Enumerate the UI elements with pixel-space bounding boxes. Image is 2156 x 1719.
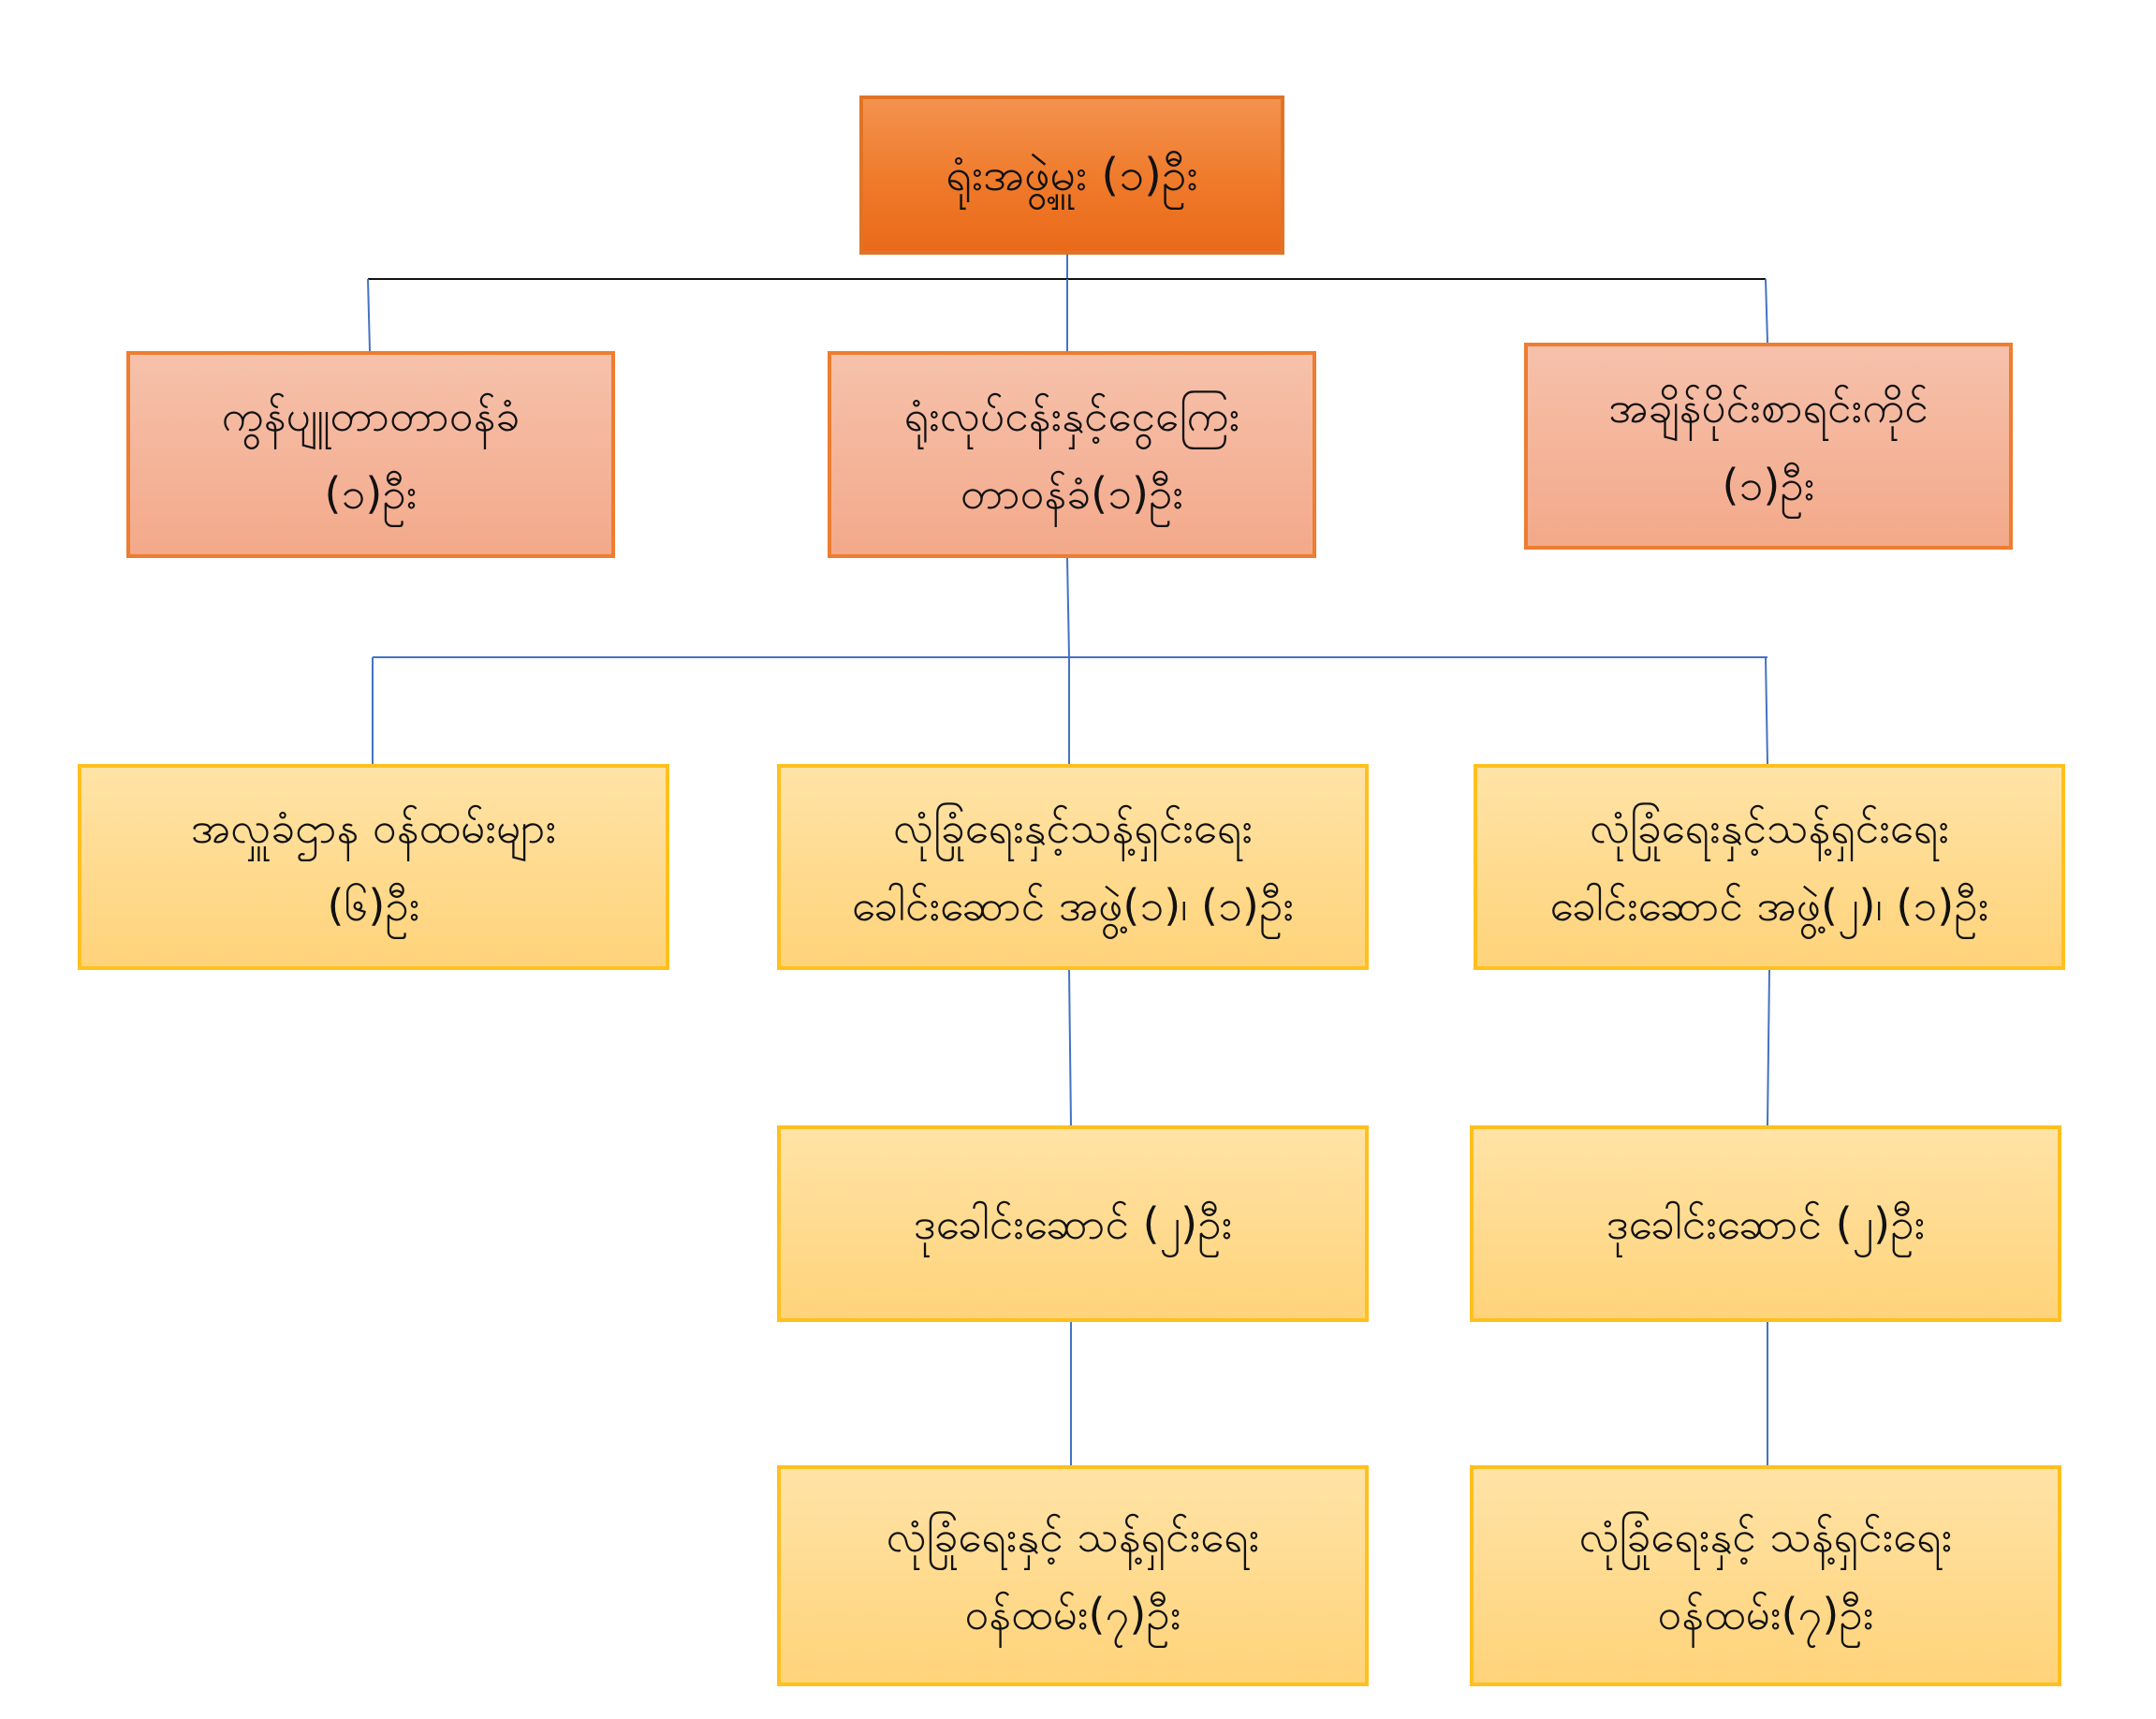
- connector-team1-to-deputy: [1068, 969, 1072, 1126]
- node-team2-staff: လုံခြုံရေးနှင့် သန့်ရှင်းရေး ဝန်ထမ်း(၇)ဦ…: [1470, 1465, 2061, 1686]
- node-team2-staff-line-1: လုံခြုံရေးနှင့် သန့်ရှင်းရေး: [1578, 1511, 1953, 1563]
- node-duty-staff-line-1: အလှူခံဌာန ဝန်ထမ်းများ: [190, 802, 557, 854]
- node-office-finance: ရုံးလုပ်ငန်းနှင့်ငွေကြေး တာဝန်ခံ(၁)ဦး: [828, 351, 1316, 558]
- node-team1-staff-line-1: လုံခြုံရေးနှင့် သန့်ရှင်းရေး: [886, 1511, 1260, 1563]
- node-office-finance-line-1: ရုံးလုပ်ငန်းနှင့်ငွေကြေး: [903, 389, 1240, 441]
- node-duty-staff-line-2: (၆)ဦး: [327, 880, 420, 931]
- node-time-keeper-line-2: (၁)ဦး: [1722, 459, 1815, 510]
- node-team1-leader-line-1: လုံခြုံရေးနှင့်သန့်ရှင်းရေး: [892, 802, 1254, 854]
- node-office-finance-line-2: တာဝန်ခံ(၁)ဦး: [960, 467, 1184, 519]
- node-duty-staff: အလှူခံဌာန ဝန်ထမ်းများ (၆)ဦး: [78, 764, 669, 970]
- node-time-keeper: အချိန်ပိုင်းစာရင်းကိုင် (၁)ဦး: [1524, 343, 2013, 550]
- connector-team2-to-deputy: [1767, 969, 1770, 1126]
- node-team1-leader: လုံခြုံရေးနှင့်သန့်ရှင်းရေး ခေါင်းဆောင် …: [777, 764, 1369, 970]
- connector-to-team2: [1765, 656, 1768, 765]
- node-team1-staff-line-2: ဝန်ထမ်း(၇)ဦး: [964, 1589, 1181, 1639]
- node-team2-deputy-line-1: ဒုခေါင်းဆောင် (၂)ဦး: [1606, 1197, 1926, 1249]
- node-team1-staff: လုံခြုံရေးနှင့် သန့်ရှင်းရေး ဝန်ထမ်း(၇)ဦ…: [777, 1465, 1369, 1686]
- connector-to-timekeeper: [1765, 278, 1768, 344]
- node-computer-operator: ကွန်ပျူတာတာဝန်ခံ (၁)ဦး: [126, 351, 615, 558]
- connector-office-down: [1066, 557, 1070, 658]
- connector-to-computer: [367, 278, 371, 352]
- node-team1-leader-line-2: ခေါင်းဆောင် အဖွဲ့(၁)၊ (၁)ဦး: [851, 880, 1295, 931]
- node-team1-deputy: ဒုခေါင်းဆောင် (၂)ဦး: [777, 1125, 1369, 1322]
- node-team2-leader: လုံခြုံရေးနှင့်သန့်ရှင်းရေး ခေါင်းဆောင် …: [1474, 764, 2065, 970]
- node-team2-deputy: ဒုခေါင်းဆောင် (၂)ဦး: [1470, 1125, 2061, 1322]
- node-team1-deputy-line-1: ဒုခေါင်းဆောင် (၂)ဦး: [913, 1197, 1233, 1249]
- node-team2-leader-line-2: ခေါင်းဆောင် အဖွဲ့(၂)၊ (၁)ဦး: [1549, 880, 1989, 931]
- node-office-head: ရုံးအဖွဲ့မှူး (၁)ဦး: [859, 96, 1284, 255]
- node-computer-operator-line-1: ကွန်ပျူတာတာဝန်ခံ: [221, 389, 521, 441]
- node-team2-staff-line-2: ဝန်ထမ်း(၇)ဦး: [1657, 1589, 1874, 1639]
- node-time-keeper-line-1: အချိန်ပိုင်းစာရင်းကိုင်: [1608, 381, 1929, 433]
- node-computer-operator-line-2: (၁)ဦး: [324, 467, 418, 519]
- node-team2-leader-line-1: လုံခြုံရေးနှင့်သန့်ရှင်းရေး: [1589, 802, 1950, 854]
- node-office-head-line-1: ရုံးအဖွဲ့မှူး (၁)ဦး: [946, 148, 1198, 201]
